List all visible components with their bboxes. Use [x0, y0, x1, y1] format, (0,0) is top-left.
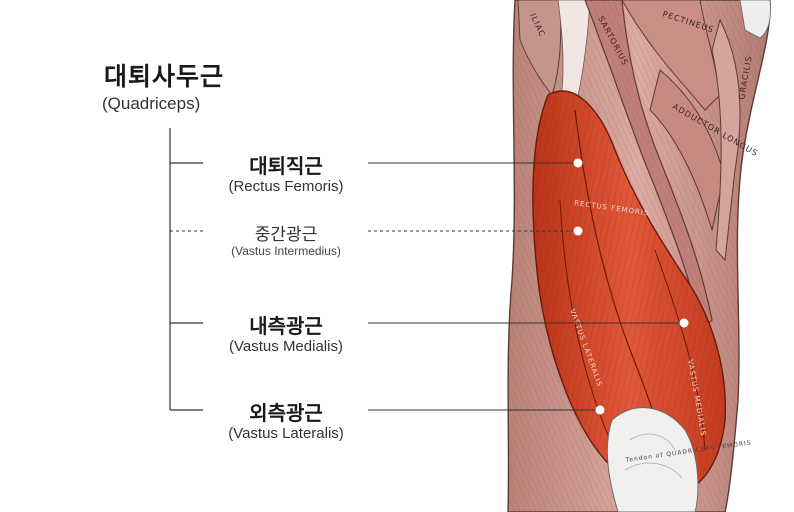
muscle-latin-vastus-medialis: (Vastus Medialis): [229, 338, 343, 355]
gracilis-muscle: [711, 18, 741, 262]
diagram-subtitle: (Quadriceps): [102, 94, 201, 113]
quadriceps-tendon: [606, 407, 699, 512]
quadriceps-texture: [532, 91, 726, 496]
marker-vastus-lateralis: [595, 405, 605, 415]
muscle-latin-vastus-intermedius: (Vastus Intermedius): [231, 244, 341, 258]
marker-vastus-medialis: [679, 318, 689, 328]
marker-vastus-intermedius: [573, 226, 583, 236]
sartorius-texture: [585, 0, 712, 330]
muscle-label-vastus-intermedius: 중간광근: [254, 225, 318, 245]
quadriceps-bracket: [169, 128, 203, 411]
bone-top: [739, 0, 771, 39]
muscle-latin-vastus-lateralis: (Vastus Lateralis): [228, 425, 344, 442]
diagram-title: 대퇴사두근: [104, 62, 225, 91]
pectineus-muscle: [621, 0, 721, 111]
muscle-label-vastus-medialis: 내측광근: [249, 314, 323, 338]
marker-rectus-femoris: [573, 158, 583, 168]
muscle-label-vastus-lateralis: 외측광근: [249, 401, 323, 425]
medialis-division: [654, 249, 706, 451]
muscle-latin-rectus-femoris: (Rectus Femoris): [228, 178, 344, 195]
adductor-longus-muscle: [649, 69, 725, 232]
muscle-label-rectus-femoris: 대퇴직근: [249, 154, 323, 178]
